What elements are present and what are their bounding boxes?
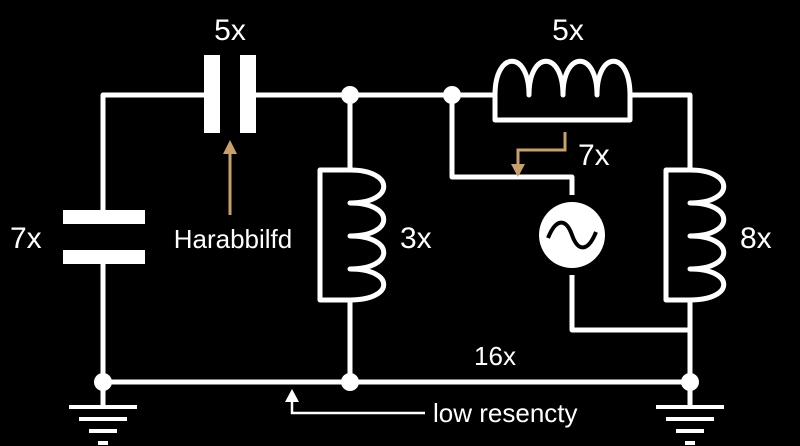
label-inductor-middle: 3x: [400, 222, 432, 255]
junctions: [94, 86, 699, 391]
label-capacitor-top: 5x: [214, 14, 246, 47]
wires: [100, 92, 693, 385]
label-capacitor-left: 7x: [10, 222, 42, 255]
wire-source-bottom: [569, 275, 690, 333]
wire-top-right: [630, 92, 693, 170]
annotation-ground-label: low resencty: [433, 398, 578, 428]
inductor-middle: [317, 167, 387, 303]
ground-right: [654, 382, 726, 445]
label-bottom-wire: 16x: [474, 341, 516, 371]
label-inductor-top: 5x: [552, 14, 584, 47]
inductor-right: [663, 167, 727, 303]
ac-source-icon: [539, 202, 605, 268]
ground-left: [67, 382, 139, 445]
ground-icon: [67, 405, 139, 445]
capacitor-left: [63, 210, 145, 264]
annotation-cap-label: Harabbilfd: [174, 224, 293, 254]
annotation-arrow-cap: [223, 140, 237, 215]
label-source-tap: 7x: [578, 139, 610, 172]
arrow-down-icon: [511, 164, 525, 177]
arrow-up-icon: [285, 389, 299, 402]
junction-dot: [443, 86, 461, 104]
annotation-arrow-ground: [285, 389, 425, 415]
annotation-arrow-tap: [511, 132, 567, 177]
wire-left-top: [100, 92, 205, 210]
label-inductor-right: 8x: [740, 222, 772, 255]
arrow-up-icon: [223, 140, 237, 154]
junction-dot: [341, 373, 359, 391]
junction-dot: [341, 86, 359, 104]
wire-source-top: [449, 95, 575, 195]
inductor-top: [492, 58, 633, 123]
ground-icon: [654, 405, 726, 445]
capacitor-top: [204, 55, 256, 133]
